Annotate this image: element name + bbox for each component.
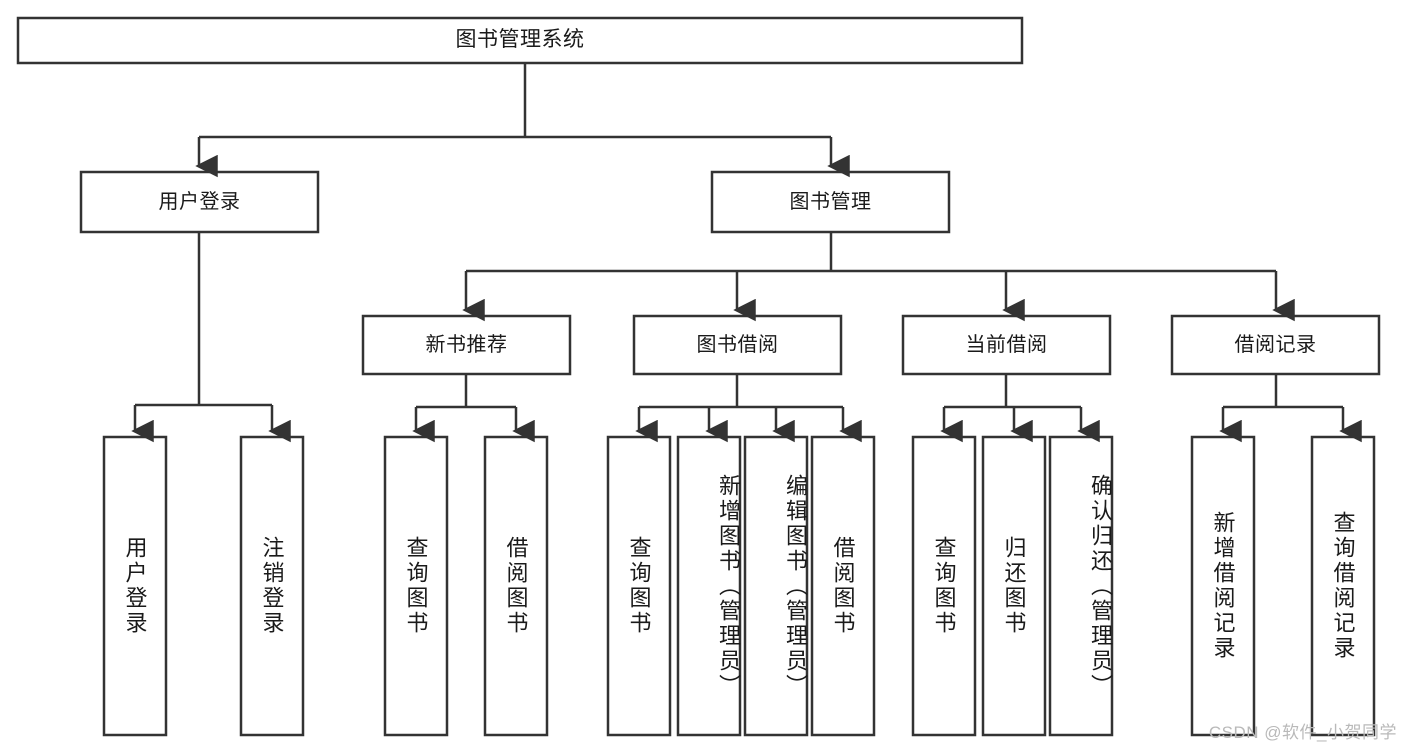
node-box-borrow-record[interactable]: [1170, 314, 1381, 376]
leaf-box-return-book[interactable]: [981, 435, 1047, 737]
leaf-box-borrow-book-2[interactable]: [810, 435, 876, 737]
node-box-new-book-recommend[interactable]: [361, 314, 572, 376]
leaf-box-borrow-book-1[interactable]: [483, 435, 549, 737]
leaf-box-add-record[interactable]: [1190, 435, 1256, 737]
leaf-box-query-book-1[interactable]: [383, 435, 449, 737]
leaf-box-query-record[interactable]: [1310, 435, 1376, 737]
leaf-box-add-book[interactable]: [676, 435, 742, 737]
node-box-book-borrow[interactable]: [632, 314, 843, 376]
leaf-box-query-book-2[interactable]: [606, 435, 672, 737]
leaf-box-confirm-return[interactable]: [1048, 435, 1114, 737]
leaf-box-query-book-3[interactable]: [911, 435, 977, 737]
leaf-box-user-login[interactable]: [102, 435, 168, 737]
leaf-box-edit-book[interactable]: [743, 435, 809, 737]
node-box-current-borrow[interactable]: [901, 314, 1112, 376]
node-box-book-management[interactable]: [710, 170, 951, 234]
node-box-user-login[interactable]: [79, 170, 320, 234]
leaf-box-user-logout[interactable]: [239, 435, 305, 737]
node-box-root[interactable]: [16, 16, 1024, 65]
